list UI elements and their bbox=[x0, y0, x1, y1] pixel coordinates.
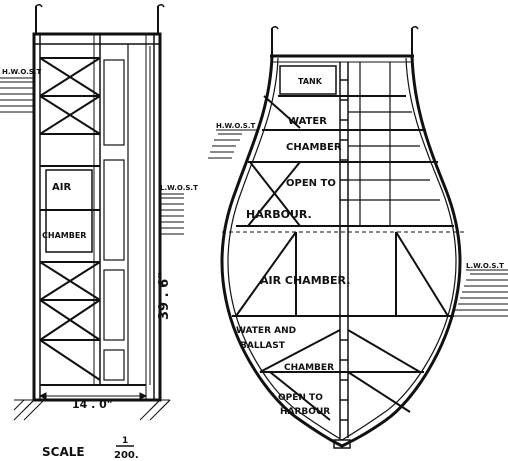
width-dimension bbox=[38, 392, 148, 400]
hwost-label-right: H.W.O.S.T bbox=[216, 122, 255, 130]
water-lines-left bbox=[0, 81, 184, 235]
height-dim-label: 39 . 6" bbox=[157, 272, 172, 320]
side-air-label: AIR bbox=[52, 182, 71, 193]
section-right-grid bbox=[348, 62, 440, 226]
hull bbox=[220, 25, 462, 449]
tank-box bbox=[279, 65, 337, 95]
width-dim-label: 14 . 0" bbox=[72, 398, 113, 411]
lwost-label-left: L.W.O.S.T bbox=[160, 184, 198, 192]
side-chamber-label: CHAMBER bbox=[42, 231, 86, 240]
section-floors bbox=[232, 95, 454, 373]
harbour-label-2: HARBOUR bbox=[280, 407, 330, 417]
air-chamber-label: AIR CHAMBER. bbox=[260, 274, 350, 287]
side-right-panels bbox=[103, 44, 129, 385]
cross-section: TANK H.W.O.S.T L.W.O.S.T WATER CHAMBER O… bbox=[208, 25, 508, 449]
open-to-label-2: OPEN TO bbox=[278, 393, 323, 403]
chamber-label-1: CHAMBER bbox=[286, 142, 342, 153]
water-lines-right bbox=[208, 129, 508, 317]
scale-block: SCALE 1 200. bbox=[42, 436, 139, 461]
scale-numerator: 1 bbox=[122, 436, 128, 446]
air-chamber-box bbox=[45, 169, 93, 253]
lwost-label-right: L.W.O.S.T bbox=[466, 262, 504, 270]
scale-denominator: 200. bbox=[114, 450, 139, 461]
side-waterlines bbox=[0, 77, 184, 195]
side-elevation: H.W.O.S.T L.W.O.S.T AIR CHAMBER 39 . 6" … bbox=[0, 3, 198, 421]
chamber-label-2: CHAMBER bbox=[284, 363, 334, 373]
open-to-label-1: OPEN TO bbox=[286, 178, 336, 189]
central-ladder bbox=[339, 62, 349, 438]
ballast-label: BALLAST bbox=[240, 341, 286, 351]
tank-label: TANK bbox=[298, 77, 323, 86]
section-bracing bbox=[235, 95, 449, 421]
scale-label: SCALE bbox=[42, 445, 85, 459]
water-and-label: WATER AND bbox=[236, 326, 296, 336]
side-bracing bbox=[39, 57, 101, 381]
harbour-label-1: HARBOUR. bbox=[246, 208, 312, 221]
water-label: WATER bbox=[288, 116, 327, 127]
hwost-label-left: H.W.O.S.T bbox=[2, 68, 41, 76]
